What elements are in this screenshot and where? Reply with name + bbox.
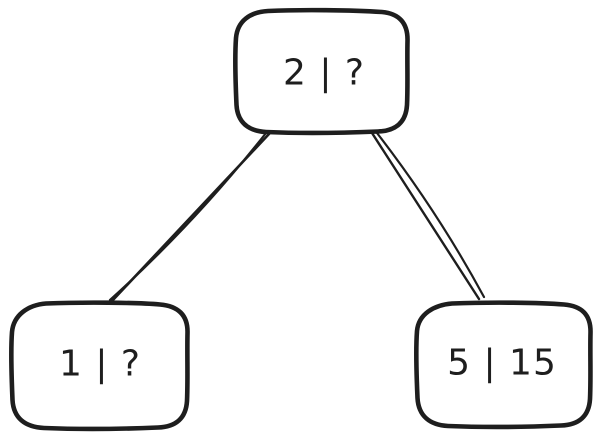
node-left-child-label: 1 | ? [58,343,142,385]
edge-root-right-child-sketch [375,131,486,299]
node-left-child-box-sketch [10,301,189,430]
edge-root-right-child [370,131,481,301]
node-root-box-sketch [234,9,409,135]
node-right-child-box-sketch [415,301,592,429]
node-root-label: 2 | ? [282,52,366,94]
edge-root-left-child-sketch [108,131,268,302]
node-right-child-label: 5 | 15 [447,342,557,384]
